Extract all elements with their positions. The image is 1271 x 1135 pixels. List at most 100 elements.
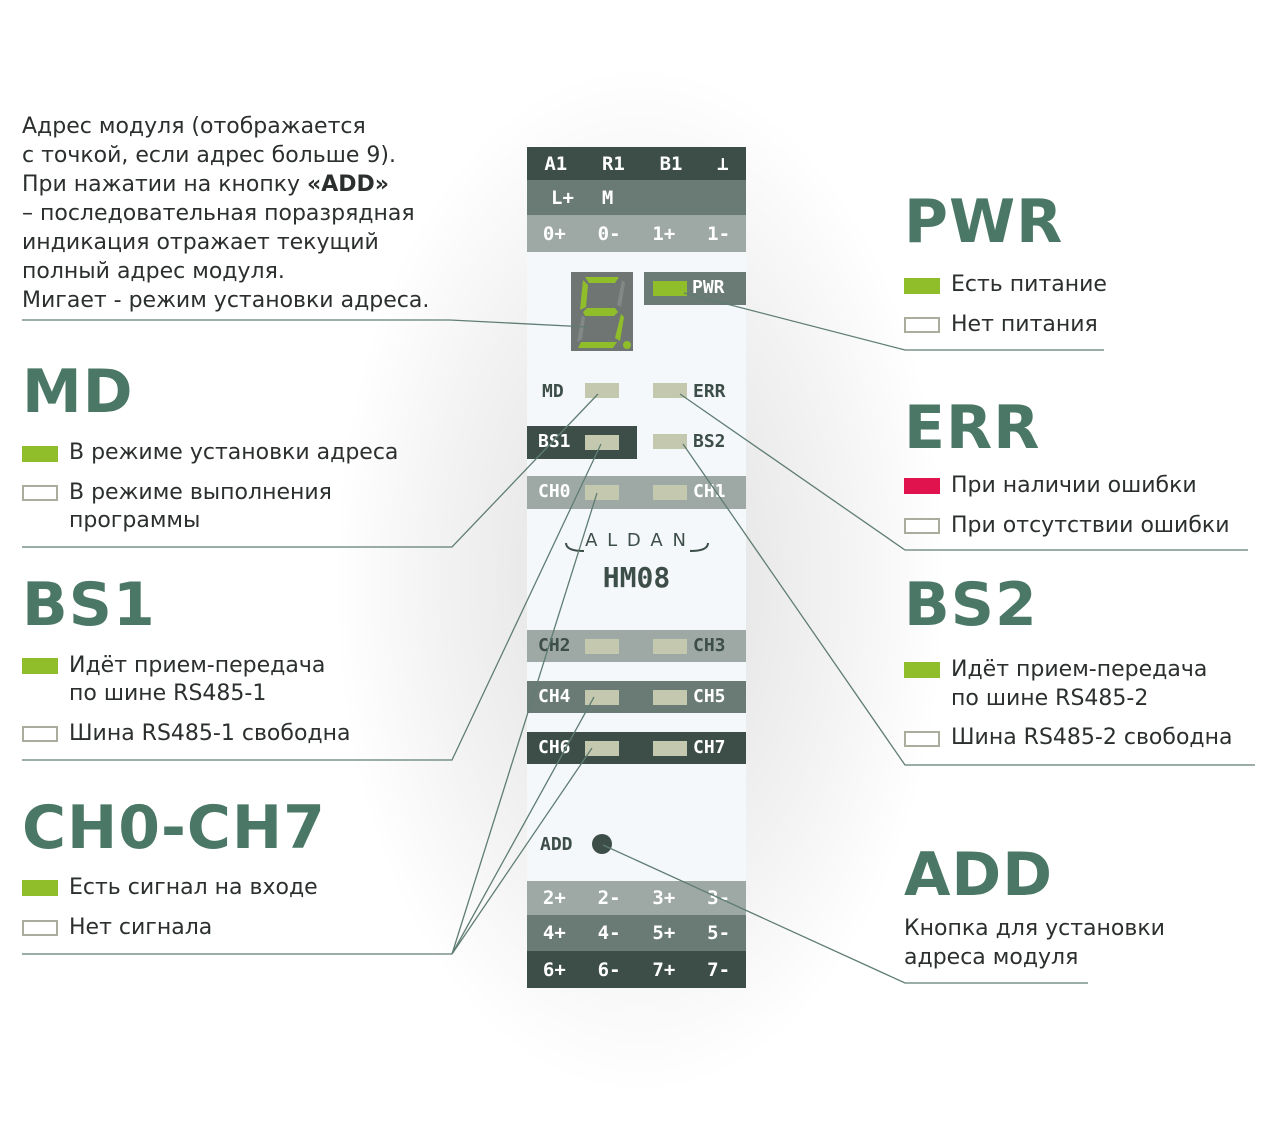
address-note-line: полный адрес модуля. bbox=[22, 259, 285, 284]
err-title: ERR bbox=[904, 393, 1041, 463]
terminal-label: M bbox=[601, 186, 614, 209]
md-title: MD bbox=[22, 357, 134, 427]
leader-line-md bbox=[22, 393, 599, 548]
address-note-line: индикация отражает текущий bbox=[22, 230, 379, 255]
legend-swatch-off bbox=[904, 518, 940, 534]
err-label: ERR bbox=[693, 381, 726, 402]
leader-line-add bbox=[602, 844, 1088, 984]
terminal-label: 7- bbox=[707, 958, 731, 981]
legend-swatch-off bbox=[22, 920, 58, 936]
bs2-off-text: Шина RS485-2 свободна bbox=[951, 725, 1233, 750]
digit-5-icon bbox=[577, 277, 631, 349]
ch1-label: CH1 bbox=[693, 481, 726, 502]
terminal-label: 6+ bbox=[542, 958, 566, 981]
legend-swatch-on bbox=[22, 658, 58, 674]
md-label: MD bbox=[542, 381, 564, 402]
ch7-led bbox=[653, 741, 687, 756]
pwr-off-text: Нет питания bbox=[951, 312, 1098, 337]
legend-swatch-error bbox=[904, 478, 940, 494]
terminal-row-top-2: L+ M bbox=[527, 180, 746, 215]
ch0-label: CH0 bbox=[538, 481, 571, 502]
terminal-label: 1+ bbox=[652, 222, 676, 245]
address-note-line: Мигает - режим установки адреса. bbox=[22, 288, 430, 313]
bs1-label: BS1 bbox=[538, 431, 571, 452]
address-note-line: Адрес модуля (отображается bbox=[22, 114, 366, 139]
address-note: Адрес модуля (отображается с точкой, есл… bbox=[22, 112, 429, 315]
terminal-row-top-1: A1 R1 B1 ⊥ bbox=[527, 147, 746, 180]
address-note-line: – последовательная поразрядная bbox=[22, 201, 415, 226]
terminal-row-bottom-2: 4+ 4- 5+ 5- bbox=[527, 915, 746, 951]
ch7-label: CH7 bbox=[693, 737, 726, 758]
leader-line-bs1 bbox=[22, 443, 602, 761]
bs1-off-text: Шина RS485-1 свободна bbox=[69, 721, 351, 746]
bs1-title: BS1 bbox=[22, 570, 156, 640]
pwr-on-text: Есть питание bbox=[951, 272, 1107, 297]
terminal-label: 0- bbox=[597, 222, 621, 245]
legend-swatch-off bbox=[904, 317, 940, 333]
ch3-led bbox=[653, 639, 687, 654]
ch2-label: CH2 bbox=[538, 635, 571, 656]
terminal-label: ⊥ bbox=[717, 152, 729, 175]
address-note-line: с точкой, если адрес больше 9). bbox=[22, 143, 396, 168]
ch5-label: CH5 bbox=[693, 686, 726, 707]
bs1-led bbox=[585, 435, 619, 450]
ch1-led bbox=[653, 485, 687, 500]
bs2-label: BS2 bbox=[693, 431, 726, 452]
legend-swatch-off bbox=[904, 731, 940, 747]
ch-off-text: Нет сигнала bbox=[69, 915, 213, 940]
ch4-label: CH4 bbox=[538, 686, 571, 707]
pwr-led bbox=[653, 281, 687, 296]
err-off-text: При отсутствии ошибки bbox=[951, 513, 1230, 538]
seven-segment-display bbox=[571, 272, 633, 351]
legend-swatch-off bbox=[22, 726, 58, 742]
address-note-bold: «ADD» bbox=[307, 172, 390, 197]
model-name: HM08 bbox=[602, 561, 671, 594]
ch3-label: CH3 bbox=[693, 635, 726, 656]
terminal-row-bottom-1: 2+ 2- 3+ 3- bbox=[527, 881, 746, 915]
terminal-label: A1 bbox=[544, 152, 568, 175]
terminal-label: 5- bbox=[707, 922, 731, 944]
bs2-on-text: Идёт прием-передача bbox=[951, 657, 1208, 682]
address-note-line: При нажатии на кнопку «ADD» bbox=[22, 170, 429, 199]
brand-logo: A L D A N bbox=[585, 530, 688, 551]
md-off-text: В режиме выполнения bbox=[69, 480, 332, 505]
terminal-label: 4+ bbox=[542, 922, 566, 944]
add-title: ADD bbox=[904, 840, 1054, 910]
terminal-label: 7+ bbox=[652, 958, 676, 981]
bs2-on-text-2: по шине RS485-2 bbox=[951, 686, 1149, 711]
legend-swatch-off bbox=[22, 485, 58, 501]
leader-line-bs2 bbox=[682, 443, 1255, 766]
leader-line-err bbox=[679, 393, 1248, 551]
terminal-label: L+ bbox=[551, 186, 574, 209]
terminal-label: B1 bbox=[659, 152, 683, 175]
leader-line-address bbox=[22, 319, 589, 328]
ch0-led bbox=[585, 485, 619, 500]
add-button[interactable] bbox=[592, 834, 612, 854]
terminal-label: 2+ bbox=[542, 887, 566, 909]
add-desc-text-2: адреса модуля bbox=[904, 945, 1079, 970]
legend-swatch-on bbox=[904, 662, 940, 678]
terminal-label: 5+ bbox=[652, 922, 676, 944]
pwr-indicator-box: PWR bbox=[644, 272, 746, 305]
terminal-label: 0+ bbox=[542, 222, 566, 245]
pwr-title: PWR bbox=[904, 187, 1064, 257]
ch6-ch7-row: CH6 CH7 bbox=[527, 732, 746, 764]
bs2-led bbox=[653, 434, 687, 449]
md-led bbox=[585, 383, 619, 398]
err-led bbox=[653, 383, 687, 398]
ch2-ch3-row: CH2 CH3 bbox=[527, 630, 746, 662]
err-on-text: При наличии ошибки bbox=[951, 473, 1197, 498]
ch4-led bbox=[585, 690, 619, 705]
md-on-text: В режиме установки адреса bbox=[69, 440, 399, 465]
pwr-label: PWR bbox=[692, 277, 725, 298]
ch6-led bbox=[585, 741, 619, 756]
legend-swatch-on bbox=[22, 880, 58, 896]
terminal-row-bottom-3: 6+ 6- 7+ 7- bbox=[527, 951, 746, 988]
bs1-on-text-2: по шине RS485-1 bbox=[69, 681, 267, 706]
md-off-text-2: программы bbox=[69, 508, 201, 533]
address-note-text: При нажатии на кнопку bbox=[22, 172, 308, 197]
brand-arc-icon bbox=[565, 542, 709, 552]
terminal-label: 1- bbox=[707, 222, 731, 245]
add-desc-text: Кнопка для установки bbox=[904, 916, 1165, 941]
